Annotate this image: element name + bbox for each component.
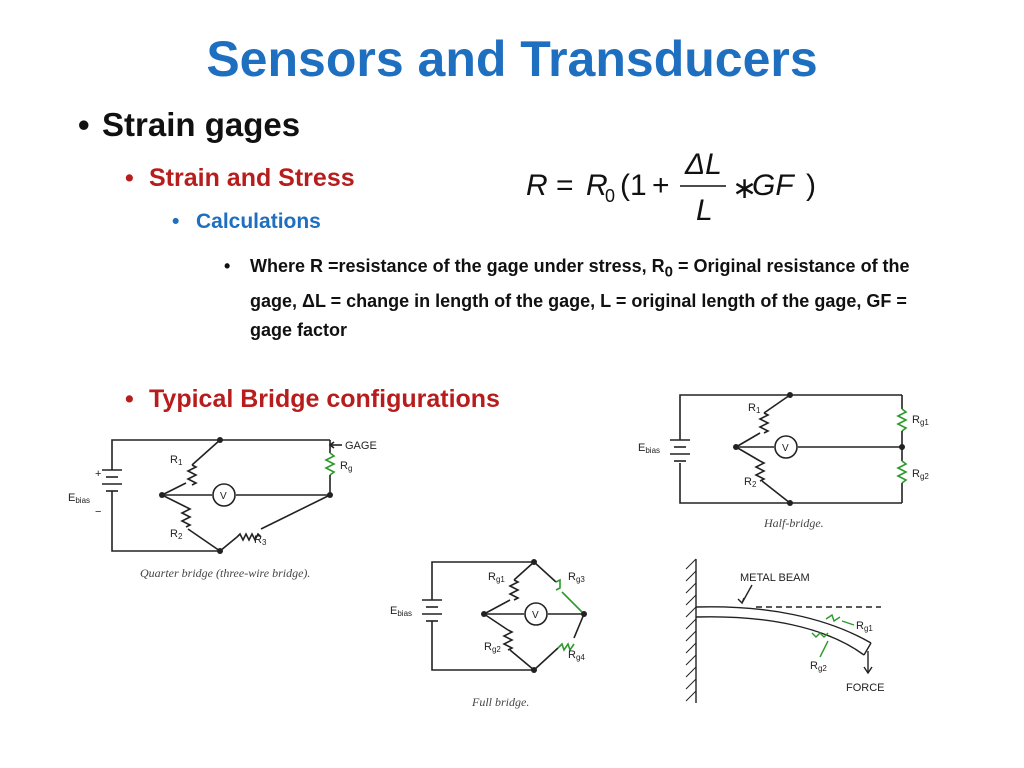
full-bridge-caption: Full bridge. <box>471 695 529 709</box>
bullet-dot-icon: • <box>224 256 231 276</box>
node-dot <box>787 500 793 506</box>
bullet-dot-icon: • <box>125 164 134 192</box>
half-rg2-label: Rg2 <box>912 468 929 481</box>
half-r2-label: R2 <box>744 476 757 489</box>
node-dot <box>899 444 905 450</box>
half-bridge-caption: Half-bridge. <box>763 516 824 530</box>
bullet-dot-icon: • <box>78 106 90 143</box>
full-rg3-label: Rg3 <box>568 571 585 584</box>
bullet-bridge-configurations: • Typical Bridge configurations <box>125 385 500 414</box>
quarter-gage-label: GAGE <box>345 440 377 452</box>
quarter-voltmeter-label: V <box>220 491 227 502</box>
quarter-minus-label: − <box>95 506 101 518</box>
definitions-subscript: 0 <box>664 263 673 281</box>
bullet-text: Typical Bridge configurations <box>149 385 500 413</box>
full-rg1-label: Rg1 <box>488 571 505 584</box>
cantilever-beam-diagram: METAL BEAM Rg1 Rg2 FORCE <box>685 558 885 703</box>
bullet-text: Calculations <box>196 210 321 233</box>
formula-r: R <box>526 169 548 202</box>
bullet-definitions: • Where R =resistance of the gage under … <box>224 252 916 345</box>
formula-gf: GF <box>752 169 795 202</box>
formula-plus: + <box>652 169 670 202</box>
bullet-text: Strain and Stress <box>149 164 355 192</box>
quarter-bridge-diagram: + − Ebias R1 R2 R3 Rg GAGE V Quarter bri… <box>68 437 377 580</box>
bullet-dot-icon: • <box>172 210 180 233</box>
node-dot <box>531 559 537 565</box>
quarter-r3-label: R3 <box>254 534 267 547</box>
quarter-ebias-label: Ebias <box>68 492 90 505</box>
beam-rg2-label: Rg2 <box>810 660 827 673</box>
half-rg1-label: Rg1 <box>912 414 929 427</box>
beam-rg1-label: Rg1 <box>856 620 873 633</box>
bullet-text: Strain gages <box>102 106 301 143</box>
half-bridge-diagram: Ebias R1 R2 Rg1 Rg2 V Half-bridge. <box>638 392 929 530</box>
bullet-dot-icon: • <box>125 385 134 413</box>
node-dot <box>733 444 739 450</box>
bullet-strain-and-stress: • Strain and Stress <box>125 164 355 193</box>
formula-open: (1 <box>620 169 647 202</box>
quarter-rg-label: Rg <box>340 460 352 473</box>
beam-label: METAL BEAM <box>740 572 810 584</box>
formula-denominator: L <box>696 194 713 227</box>
node-dot <box>531 667 537 673</box>
quarter-r2-label: R2 <box>170 528 183 541</box>
quarter-bridge-caption: Quarter bridge (three-wire bridge). <box>140 566 310 580</box>
bullet-strain-gages: • Strain gages <box>78 106 300 144</box>
strain-formula: R = R 0 (1 + ΔL L ∗ GF ) <box>526 148 816 227</box>
formula-r0: R <box>586 169 608 202</box>
full-bridge-diagram: Ebias Rg1 Rg2 Rg3 Rg4 V Full bridge. <box>390 559 587 709</box>
formula-numerator: ΔL <box>684 148 722 181</box>
node-dot <box>787 392 793 398</box>
full-voltmeter-label: V <box>532 610 539 621</box>
node-dot <box>217 548 223 554</box>
slide-title: Sensors and Transducers <box>206 31 818 87</box>
full-rg4-label: Rg4 <box>568 649 585 662</box>
formula-r0-subscript: 0 <box>605 186 615 206</box>
definitions-text: Where R =resistance of the gage under st… <box>226 252 916 345</box>
formula-close: ) <box>806 169 816 202</box>
half-r1-label: R1 <box>748 402 761 415</box>
node-dot <box>327 492 333 498</box>
bullet-calculations: • Calculations <box>172 210 321 234</box>
definitions-text-part: = Original resistance of the gage, ΔL = … <box>250 256 910 340</box>
quarter-plus-label: + <box>95 468 101 480</box>
formula-equals: = <box>556 169 574 202</box>
definitions-text-part: Where R =resistance of the gage under st… <box>250 256 665 276</box>
beam-force-label: FORCE <box>846 682 885 694</box>
half-voltmeter-label: V <box>782 443 789 454</box>
node-dot <box>481 611 487 617</box>
node-dot <box>217 437 223 443</box>
full-ebias-label: Ebias <box>390 605 412 618</box>
node-dot <box>581 611 587 617</box>
quarter-r1-label: R1 <box>170 454 183 467</box>
formula-times: ∗ <box>732 172 757 205</box>
full-rg2-label: Rg2 <box>484 641 501 654</box>
half-ebias-label: Ebias <box>638 442 660 455</box>
node-dot <box>159 492 165 498</box>
